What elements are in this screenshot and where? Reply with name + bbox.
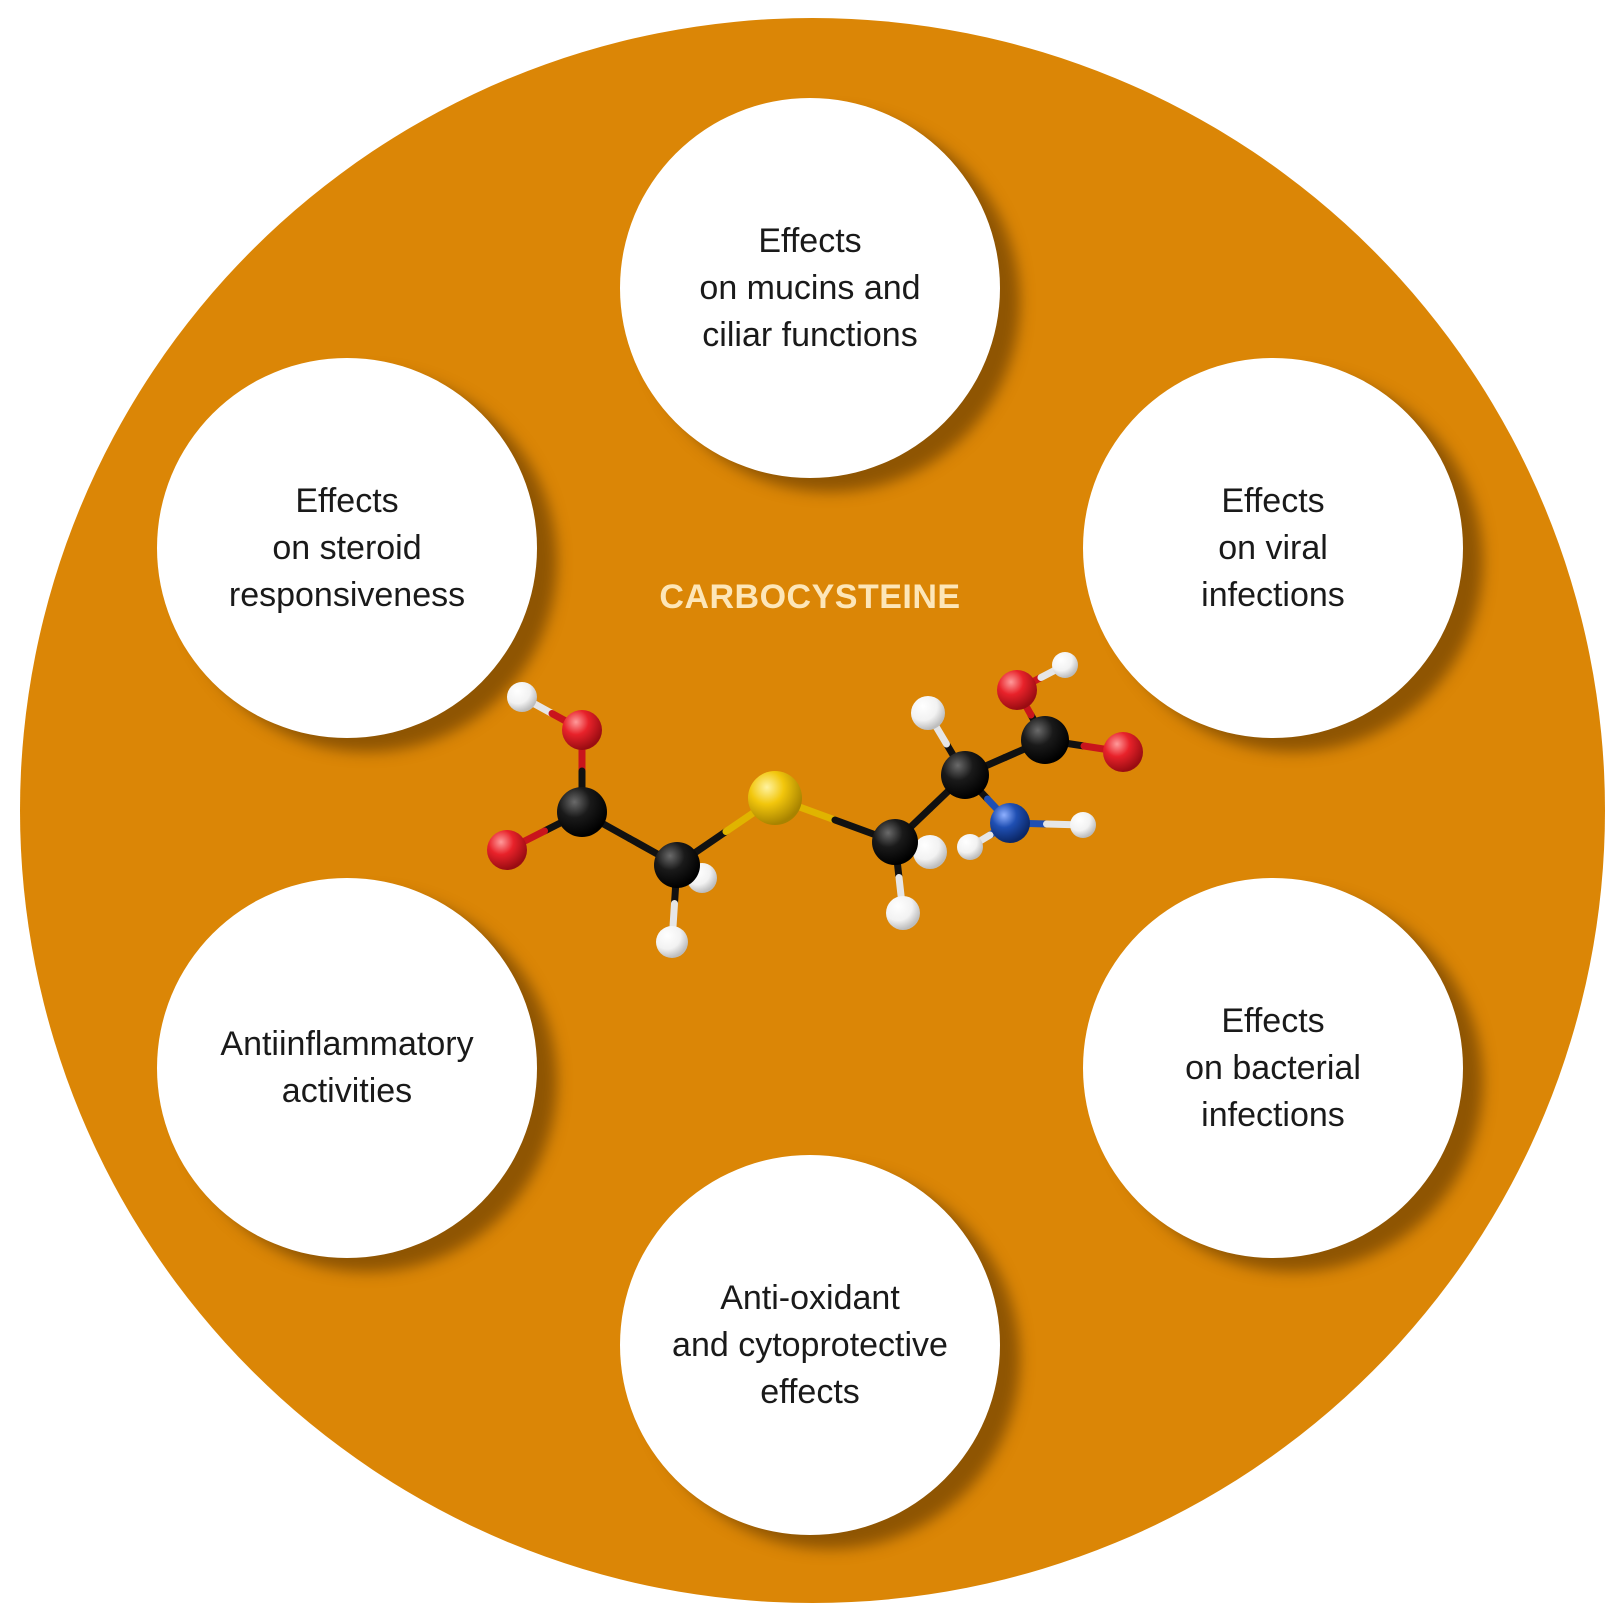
node-label: Effects on bacterial infections (1185, 1001, 1361, 1134)
node-label: Effects on viral infections (1201, 481, 1345, 614)
center-title: CARBOCYSTEINE (659, 578, 961, 616)
node-label: Anti-oxidant and cytoprotective effects (672, 1278, 948, 1411)
node-viral-infections: Effects on viral infections (1083, 358, 1463, 738)
node-antiinflammatory: Antiinflammatory activities (157, 878, 537, 1258)
node-label: Effects on mucins and ciliar functions (699, 221, 921, 354)
node-label: Effects on steroid responsiveness (228, 481, 466, 614)
node-antioxidant: Anti-oxidant and cytoprotective effects (620, 1155, 1000, 1535)
node-bacterial-infections: Effects on bacterial infections (1083, 878, 1463, 1258)
node-steroid-responsiveness: Effects on steroid responsiveness (157, 358, 537, 738)
node-mucins-ciliar: Effects on mucins and ciliar functions (620, 98, 1000, 478)
node-label: Antiinflammatory activities (220, 1025, 474, 1110)
